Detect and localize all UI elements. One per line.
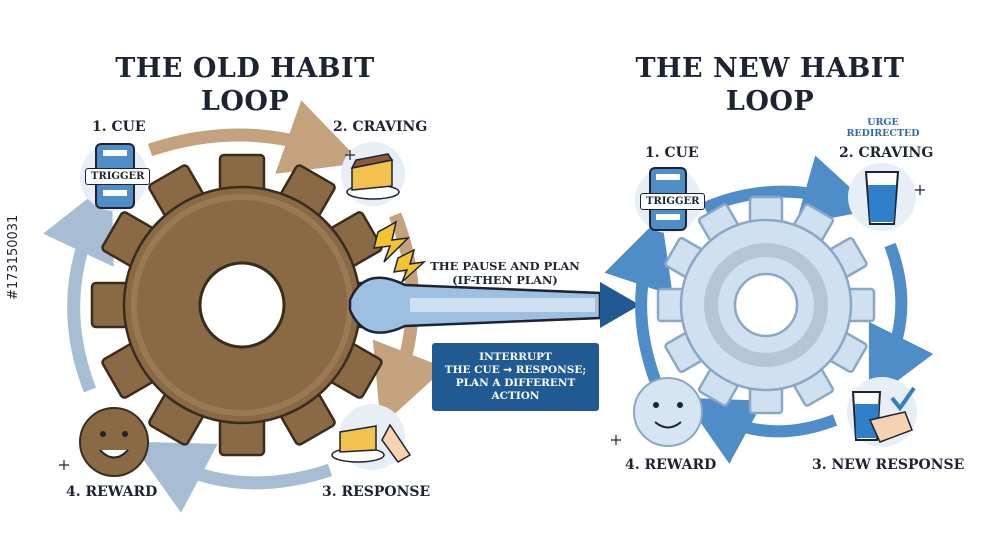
interrupt-line3: PLAN A DIFFERENT ACTION	[455, 377, 576, 402]
old-reward-label: 4. REWARD	[66, 484, 158, 500]
pause-line1: THE PAUSE AND PLAN	[430, 259, 580, 273]
old-craving-label: 2. CRAVING	[333, 119, 428, 135]
old-cue-label: 1. CUE	[92, 119, 146, 135]
new-response-label: 3. NEW RESPONSE	[812, 457, 965, 473]
new-arrow-reward-to-cue	[604, 215, 673, 383]
stock-id: #173150031	[6, 214, 21, 300]
new-craving-label: 2. CRAVING	[839, 145, 934, 161]
new-arrow-cue-to-craving	[702, 155, 875, 225]
old-loop-title-line1: THE OLD HABIT	[115, 53, 375, 84]
new-arrow-craving-to-response	[868, 242, 934, 403]
new-reward-label: 4. REWARD	[625, 457, 717, 473]
checkmark-icon	[890, 386, 916, 412]
new-loop-title: THE NEW HABIT LOOP	[635, 52, 905, 118]
new-cue-label: 1. CUE	[645, 145, 699, 161]
new-reward-face-icon	[633, 377, 703, 447]
pause-line2: (IF-THEN PLAN)	[452, 273, 558, 287]
lightning-icon	[392, 248, 427, 283]
interrupt-line1: INTERRUPT	[479, 351, 552, 363]
new-loop-title-line2: LOOP	[725, 86, 815, 117]
new-response-water-hand-icon	[847, 377, 917, 447]
sparkle-icon	[59, 150, 925, 470]
new-gear	[656, 195, 876, 415]
old-arrow-cue-to-craving	[147, 100, 362, 174]
urge-line1: URGE	[867, 117, 899, 128]
new-trigger-tag: TRIGGER	[640, 193, 706, 210]
new-loop-title-line1: THE NEW HABIT	[635, 53, 905, 84]
urge-line2: REDIRECTED	[846, 128, 920, 139]
old-arrow-reward-to-cue	[43, 179, 114, 393]
interrupt-box: INTERRUPT THE CUE ➞ RESPONSE; PLAN A DIF…	[432, 343, 599, 411]
old-craving-cake-icon	[341, 142, 405, 206]
new-arrow-response-to-reward	[683, 397, 838, 464]
old-arrow-response-to-reward	[130, 441, 333, 513]
old-loop-title: THE OLD HABIT LOOP	[110, 52, 380, 118]
urge-redirected-note: URGE REDIRECTED	[838, 117, 928, 139]
interrupt-line2: THE CUE ➞ RESPONSE;	[444, 364, 587, 376]
old-reward-face-icon	[79, 407, 149, 477]
new-craving-water-icon	[848, 163, 916, 231]
old-response-label: 3. RESPONSE	[322, 484, 431, 500]
lightning-icon	[373, 220, 411, 263]
old-loop-title-line2: LOOP	[200, 86, 290, 117]
old-response-cake-hand-icon	[331, 404, 412, 470]
old-trigger-tag: TRIGGER	[85, 168, 151, 185]
pause-and-plan-label: THE PAUSE AND PLAN (IF-THEN PLAN)	[430, 259, 580, 287]
